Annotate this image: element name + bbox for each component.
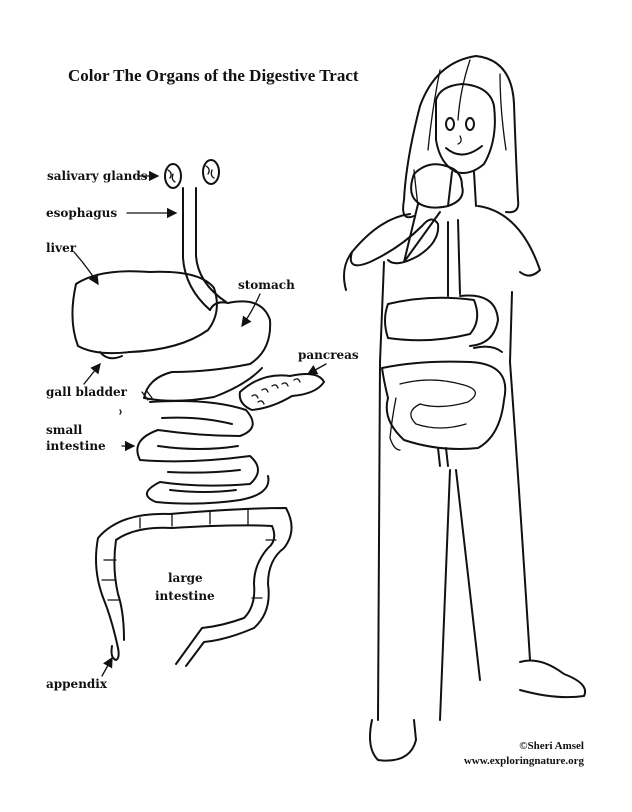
liver (71, 270, 218, 360)
salivary-glands (164, 159, 220, 189)
page-title: Color The Organs of the Digestive Tract (68, 66, 359, 85)
esophagus (182, 187, 227, 311)
label-small-intestine-line1: small (46, 423, 83, 437)
label-gall-bladder: gall bladder (46, 385, 127, 399)
label-pancreas: pancreas (298, 348, 359, 362)
large-intestine (95, 507, 293, 667)
girl-figure (343, 55, 586, 762)
label-salivary-glands: salivary glands (47, 169, 148, 183)
label-large-intestine-line2: intestine (155, 589, 215, 603)
label-arrows (73, 170, 327, 677)
label-liver: liver (46, 241, 77, 255)
small-intestine (136, 400, 270, 505)
label-appendix: appendix (46, 677, 108, 691)
pancreas (238, 373, 325, 411)
label-large-intestine-line1: large (168, 571, 203, 585)
appendix (110, 645, 120, 661)
copyright-text: ©Sheri Amsel (519, 740, 584, 752)
label-small-intestine-line2: intestine (46, 439, 106, 453)
label-stomach: stomach (238, 278, 295, 292)
website-text: www.exploringnature.org (463, 755, 584, 767)
label-esophagus: esophagus (46, 206, 118, 220)
stomach (141, 300, 272, 402)
